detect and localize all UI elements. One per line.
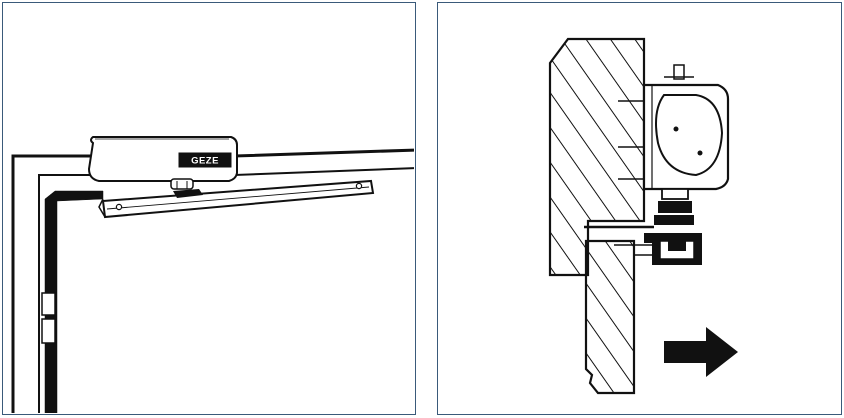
door-closer-body: GEZE bbox=[87, 136, 238, 190]
closer-spindle bbox=[654, 188, 694, 225]
brand-plate bbox=[178, 152, 232, 168]
door-leaf bbox=[44, 190, 104, 413]
frame-section-hatched bbox=[548, 37, 646, 277]
door-closer-overview-drawing: GEZE bbox=[11, 136, 414, 413]
door-closer-section-drawing bbox=[548, 37, 738, 395]
closer-cross-section bbox=[618, 64, 730, 191]
slide-rail-channel bbox=[614, 233, 702, 265]
door-closer-overview-panel: GEZE bbox=[2, 2, 416, 415]
brand-label: GEZE bbox=[191, 156, 219, 167]
door-section-hatched bbox=[584, 225, 654, 395]
door-hinge bbox=[41, 292, 56, 344]
slide-arm bbox=[98, 179, 375, 219]
direction-arrow-icon bbox=[664, 327, 738, 377]
door-closer-section-panel bbox=[437, 2, 842, 415]
